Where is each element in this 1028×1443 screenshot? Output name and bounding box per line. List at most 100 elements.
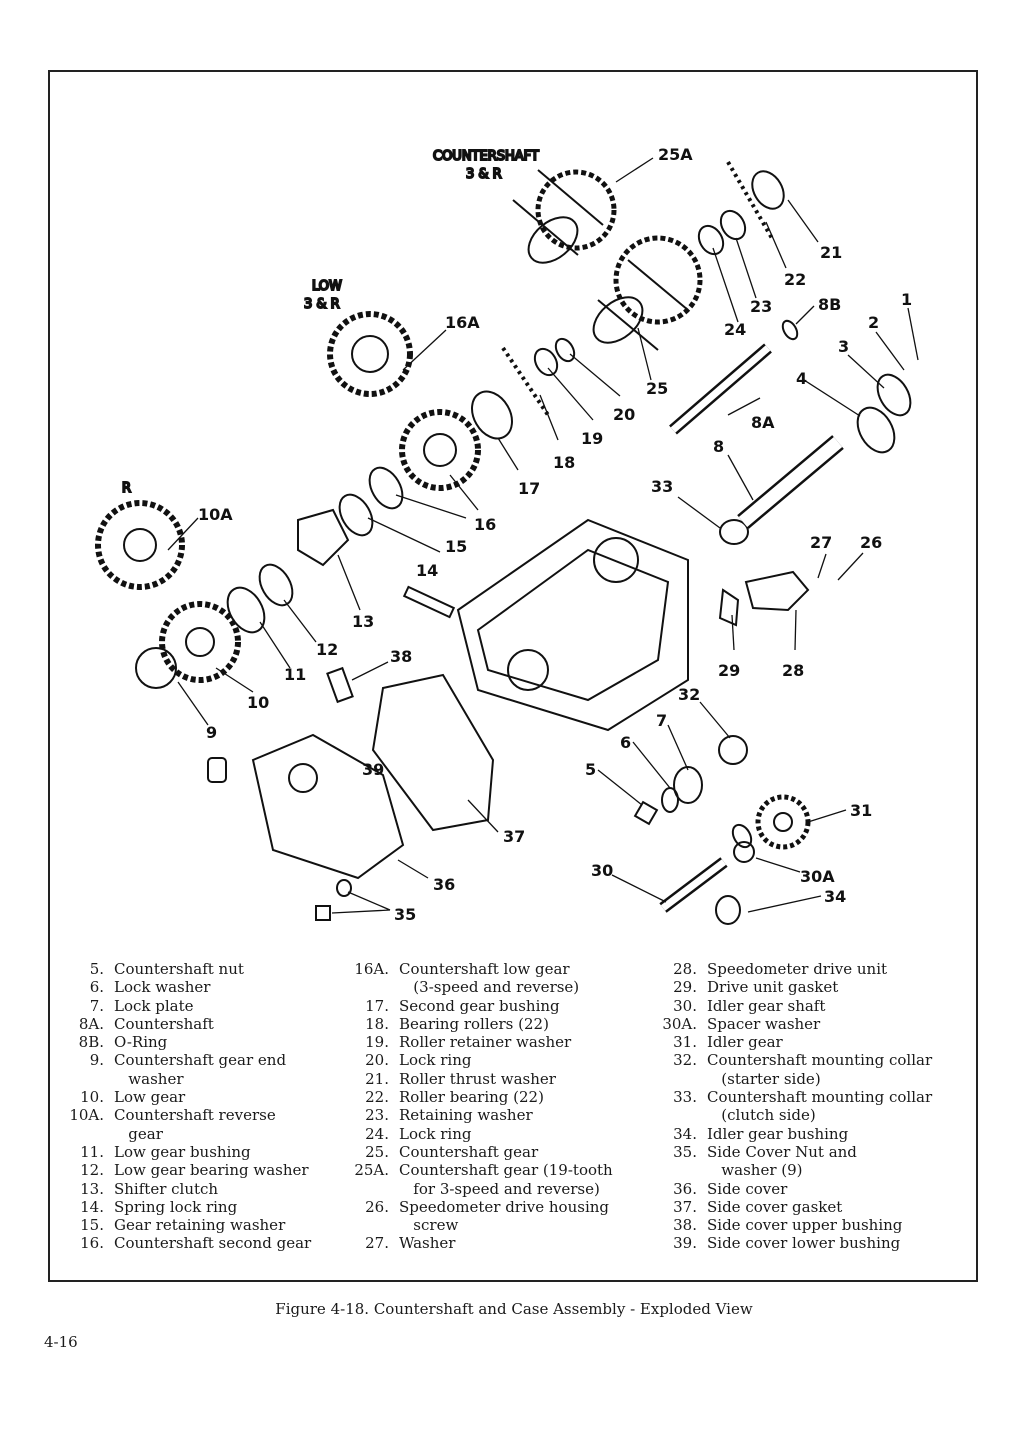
- callout-23: 23: [750, 297, 772, 316]
- legend-item: 37.Side cover gasket: [650, 1198, 970, 1216]
- legend-item: 14. Spring lock ring: [62, 1198, 342, 1216]
- legend-item: 26.Speedometer drive housing: [344, 1198, 644, 1216]
- legend-item-text: Countershaft mounting collar: [707, 1088, 933, 1107]
- legend-item: 17.Second gear bushing: [344, 997, 644, 1015]
- label-low-3r-line1: LOW: [312, 279, 342, 294]
- legend-item-text: Side cover lower bushing: [707, 1234, 901, 1253]
- label-r: R: [122, 481, 131, 496]
- figure-caption: Figure 4-18. Countershaft and Case Assem…: [275, 1300, 753, 1318]
- legend-item-text: Retaining washer: [399, 1106, 533, 1125]
- legend-item-number: 25.: [365, 1142, 389, 1161]
- callout-6: 6: [620, 733, 631, 752]
- legend-item-text: Roller retainer washer: [399, 1033, 572, 1052]
- callout-5: 5: [585, 760, 596, 779]
- legend-item-text: Idler gear bushing: [707, 1124, 849, 1143]
- legend-item-number: 5.: [89, 960, 104, 978]
- small-parts: [207, 508, 810, 921]
- legend-item-text: Roller bearing (22): [399, 1088, 544, 1107]
- legend-item-number: 21.: [365, 1069, 389, 1088]
- legend-item-text: Side cover gasket: [707, 1197, 843, 1216]
- countershaft-gear-25: [592, 235, 703, 351]
- legend-item-number: 9.: [89, 1051, 104, 1070]
- side-cover-gasket-37: [371, 673, 495, 832]
- legend-item-text: Countershaft gear: [399, 1142, 539, 1161]
- legend-item-number: 25A.: [354, 1161, 389, 1180]
- countershaft-second-gear-16: [399, 409, 481, 491]
- callout-numbers: 25A 21 22 23 24 8B 1 2 3 4 16A 25 20 19 …: [198, 145, 912, 924]
- callout-8: 8: [713, 437, 724, 456]
- callout-10: 10: [247, 693, 269, 712]
- legend-item: 27.Washer: [344, 1234, 644, 1252]
- legend-item-continuation: screw: [344, 1216, 644, 1234]
- callout-9: 9: [206, 723, 217, 742]
- label-countershaft-3r-line1: COUNTERSHAFT: [433, 149, 539, 164]
- legend-item-text: screw: [399, 1216, 459, 1235]
- legend-item-continuation: (starter side): [650, 1070, 970, 1088]
- legend-item: 33.Countershaft mounting collar: [650, 1088, 970, 1106]
- legend-item-text: Countershaft low gear: [399, 960, 570, 978]
- legend-item: 36.Side cover: [650, 1180, 970, 1198]
- legend-item-number: [650, 1070, 707, 1088]
- legend-item: 34. Idler gear bushing: [650, 1125, 970, 1143]
- callout-15: 15: [445, 537, 467, 556]
- roller-bearings: [501, 161, 775, 417]
- legend-item: 38.Side cover upper bushing: [650, 1216, 970, 1234]
- legend-item: 22.Roller bearing (22): [344, 1088, 644, 1106]
- callout-35: 35: [394, 905, 416, 924]
- legend-item: 24. Lock ring: [344, 1125, 644, 1143]
- low-gear-10: [159, 601, 241, 683]
- legend-item-continuation: washer (9): [650, 1161, 970, 1179]
- legend-item-text: O-Ring: [114, 1033, 168, 1052]
- callout-33: 33: [651, 477, 673, 496]
- legend-item: 13.Shifter clutch: [62, 1180, 342, 1198]
- legend-item-text: Low gear: [114, 1088, 186, 1107]
- legend-item-continuation: gear: [62, 1125, 342, 1143]
- callout-37: 37: [503, 827, 525, 846]
- callout-10a: 10A: [198, 505, 233, 524]
- legend-item-text: Low gear bearing washer: [114, 1161, 309, 1180]
- legend-item: 25. Countershaft gear: [344, 1143, 644, 1161]
- legend-item-number: 14.: [80, 1197, 104, 1216]
- legend-item-number: [62, 1125, 114, 1143]
- legend-item: 8B.O-Ring: [62, 1033, 342, 1051]
- callout-16: 16: [474, 515, 496, 534]
- callout-21: 21: [820, 243, 842, 262]
- legend-item-text: washer: [114, 1069, 184, 1088]
- callout-1: 1: [901, 290, 912, 309]
- callout-26: 26: [860, 533, 882, 552]
- legend-item-number: 17.: [365, 996, 389, 1015]
- callout-4: 4: [796, 369, 807, 388]
- callout-30: 30: [591, 861, 613, 880]
- legend-item: 6.Lock washer: [62, 978, 342, 996]
- callout-22: 22: [784, 270, 806, 289]
- callout-31: 31: [850, 801, 872, 820]
- callout-16a: 16A: [445, 313, 480, 332]
- leader-lines: [167, 157, 919, 914]
- legend-item-text: Spring lock ring: [114, 1197, 238, 1216]
- idler-gear-31: [755, 794, 811, 850]
- legend-item-text: Gear retaining washer: [114, 1216, 286, 1235]
- legend-item-number: [650, 1106, 707, 1124]
- legend-item-number: 15.: [80, 1216, 104, 1235]
- countershaft-low-gear-16a: [327, 311, 413, 397]
- legend-item-text: Idler gear shaft: [707, 996, 826, 1015]
- legend-item-number: 10.: [80, 1088, 104, 1107]
- callout-18: 18: [553, 453, 575, 472]
- legend-item-number: 34.: [673, 1124, 697, 1143]
- legend-item-text: Shifter clutch: [114, 1179, 219, 1198]
- exploded-view-drawing: COUNTERSHAFT 3 & R LOW 3 & R R 25A 21 22…: [95, 145, 919, 925]
- legend-item-text: Countershaft gear (19-tooth: [399, 1161, 613, 1180]
- figure-frame: [48, 70, 978, 1282]
- legend-item-number: [62, 1070, 114, 1088]
- legend-item: 28.Speedometer drive unit: [650, 960, 970, 978]
- legend-item-number: 24.: [365, 1124, 389, 1143]
- legend-item: 15. Gear retaining washer: [62, 1216, 342, 1234]
- legend-item-text: Idler gear: [707, 1033, 783, 1052]
- legend-item-text: Spacer washer: [707, 1014, 821, 1033]
- legend-item-text: Countershaft: [114, 1014, 214, 1033]
- legend-item-text: Lock ring: [399, 1124, 472, 1143]
- legend-item-text: Countershaft reverse: [114, 1106, 276, 1125]
- legend-item-text: Speedometer drive unit: [707, 960, 888, 978]
